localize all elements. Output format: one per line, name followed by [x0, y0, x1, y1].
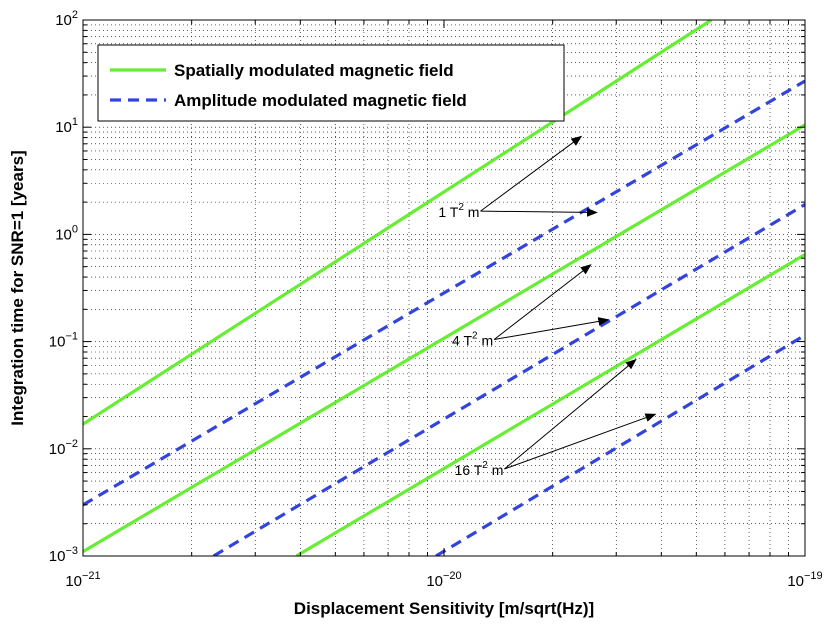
y-tick-labels: 10−3 10−2 10−1 100 101 102 — [49, 9, 78, 565]
y-tick-label: 10−2 — [49, 438, 78, 458]
legend-label: Spatially modulated magnetic field — [174, 61, 454, 80]
y-tick-label: 102 — [55, 9, 78, 29]
y-tick-label: 100 — [55, 223, 78, 243]
annotation-arrow — [480, 207, 598, 217]
legend-box — [97, 44, 565, 122]
y-tick-label: 10−1 — [49, 331, 78, 351]
x-tick-labels: 10−21 10−20 10−19 — [65, 570, 822, 590]
spatially-modulated-line — [83, 20, 713, 426]
spatially-modulated-line — [295, 253, 805, 556]
legend: Spatially modulated magnetic fieldAmplit… — [97, 44, 565, 122]
annotation-arrow — [480, 135, 583, 212]
annotation-arrow — [494, 317, 610, 340]
y-axis-label: Integration time for SNR=1 [years] — [8, 150, 27, 425]
annotation-label: 16 T2 m — [455, 460, 504, 478]
x-tick-label: 10−20 — [426, 570, 461, 590]
annotation-arrow — [493, 264, 592, 340]
x-tick-label: 10−19 — [787, 570, 822, 590]
amplitude-modulated-line — [83, 79, 805, 507]
legend-label: Amplitude modulated magnetic field — [174, 91, 467, 110]
annotation-arrow — [504, 358, 637, 470]
y-tick-label: 101 — [55, 116, 78, 136]
annotations: 1 T2 m 4 T2 m 16 T2 m — [438, 135, 657, 478]
series-layer — [83, 20, 805, 556]
annotation-label: 4 T2 m — [452, 330, 493, 348]
annotation-arrow — [504, 413, 657, 470]
plot-frame — [82, 19, 806, 557]
y-tick-label: 10−3 — [49, 545, 78, 565]
x-axis-label: Displacement Sensitivity [m/sqrt(Hz)] — [294, 599, 594, 618]
grid — [83, 20, 805, 556]
annotation-label: 1 T2 m — [438, 202, 479, 220]
spatially-modulated-line — [83, 123, 805, 553]
x-tick-label: 10−21 — [65, 570, 100, 590]
amplitude-modulated-line — [212, 203, 805, 556]
